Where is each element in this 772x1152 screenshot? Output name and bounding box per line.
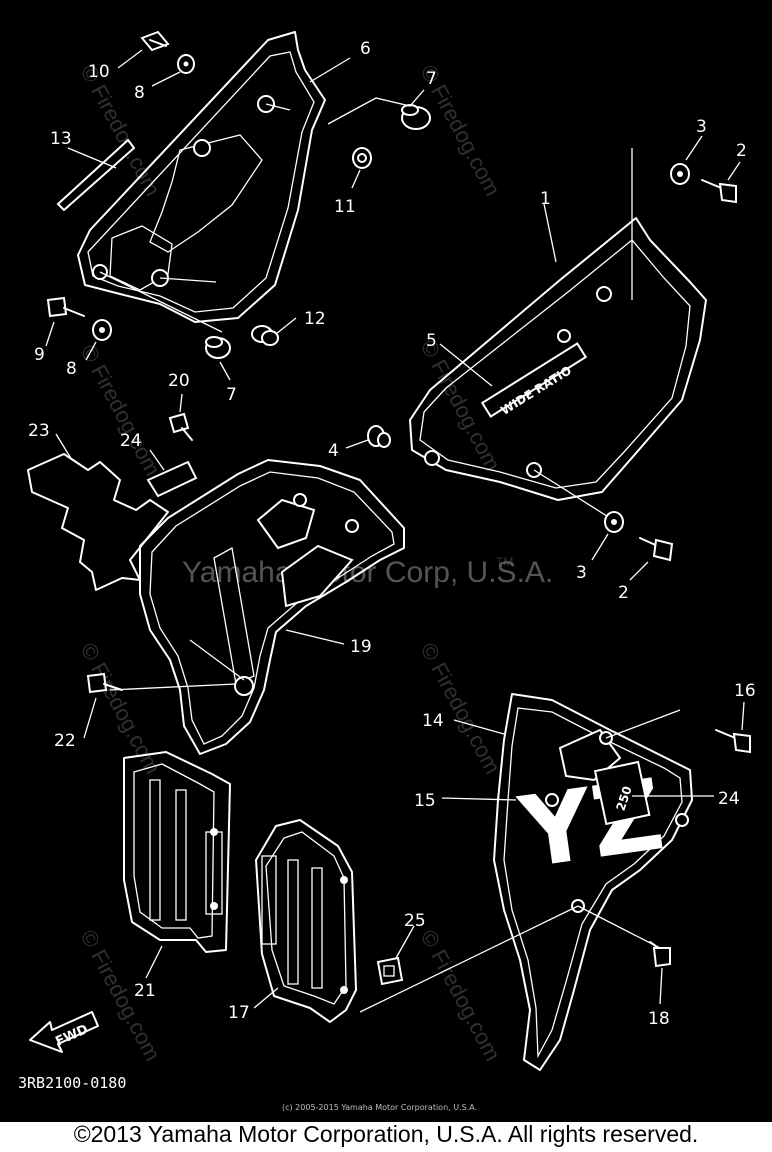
callout-17: 17 — [228, 1003, 250, 1023]
shroud-14: YZ 250 — [359, 693, 693, 1071]
bolt-18 — [649, 941, 671, 968]
callout-23: 23 — [28, 421, 50, 441]
callout-4: 4 — [328, 441, 339, 461]
callout-2: 2 — [736, 141, 747, 161]
callout-6: 6 — [360, 39, 371, 59]
trademark-mark: TM — [496, 555, 513, 569]
callout-1: 1 — [540, 189, 551, 209]
washer-3-lower — [604, 511, 624, 533]
callout-21: 21 — [134, 981, 156, 1001]
callout-11: 11 — [334, 197, 356, 217]
parts-diagram-canvas: Yamaha Motor Corp, U.S.A. TM © Firedog.c… — [0, 0, 772, 1122]
yamaha-watermark: Yamaha Motor Corp, U.S.A. — [182, 556, 553, 589]
site-watermark: © Firedog.com — [416, 926, 506, 1065]
strip-13 — [56, 138, 136, 212]
callout-25: 25 — [404, 911, 426, 931]
site-watermark: © Firedog.com — [76, 341, 166, 480]
callout-3: 3 — [696, 117, 707, 137]
site-watermark: © Firedog.com — [76, 639, 166, 778]
small-credit: (c) 2005-2015 Yamaha Motor Corporation, … — [282, 1103, 477, 1112]
callout-20: 20 — [168, 371, 190, 391]
callout-3-lower: 3 — [576, 563, 587, 583]
radiator-louver-21 — [123, 751, 231, 953]
site-watermark: © Firedog.com — [416, 639, 506, 778]
washer-3-upper — [670, 163, 690, 185]
bolt-22 — [86, 672, 123, 694]
diagram-code: 3RB2100-0180 — [18, 1074, 126, 1092]
callout-15: 15 — [414, 791, 436, 811]
yz-emblem: YZ — [513, 758, 671, 891]
washer-8-lower — [92, 319, 112, 341]
bolt-2-lower — [639, 537, 674, 562]
callout-10: 10 — [88, 62, 110, 82]
leader-lines — [45, 49, 745, 1009]
callout-5: 5 — [426, 331, 437, 351]
washer-8 — [177, 54, 195, 74]
side-cover-left — [77, 31, 326, 333]
bolt-10 — [140, 30, 170, 52]
sheet-23 — [27, 453, 169, 591]
callout-labels: 10 8 6 7 13 11 3 2 1 12 9 8 7 5 4 20 23 … — [28, 39, 756, 1029]
callout-7: 7 — [426, 69, 437, 89]
callout-13: 13 — [50, 129, 72, 149]
callout-19: 19 — [350, 637, 372, 657]
callout-9: 9 — [34, 345, 45, 365]
bolt-2-upper — [701, 179, 737, 204]
copyright-footer: ©2013 Yamaha Motor Corporation, U.S.A. A… — [0, 1122, 772, 1152]
clip-25 — [376, 956, 404, 986]
collar-11 — [352, 147, 372, 169]
shroud-19 — [109, 459, 405, 755]
bolt-16 — [715, 729, 751, 754]
callout-2-lower: 2 — [618, 583, 629, 603]
callout-16: 16 — [734, 681, 756, 701]
damper-7-upper — [401, 104, 431, 130]
exploded-parts-diagram: Yamaha Motor Corp, U.S.A. TM © Firedog.c… — [18, 30, 756, 1112]
sticker-24-upper — [146, 460, 198, 498]
callout-8: 8 — [134, 83, 145, 103]
collar-12 — [251, 325, 279, 346]
callout-7-lower: 7 — [226, 385, 237, 405]
bolt-20 — [168, 412, 193, 441]
side-cover-right: WIDE RATIO — [409, 148, 707, 519]
callout-22: 22 — [54, 731, 76, 751]
callout-12: 12 — [304, 309, 326, 329]
callout-18: 18 — [648, 1009, 670, 1029]
callout-14: 14 — [422, 711, 444, 731]
radiator-louver-17 — [255, 819, 357, 1023]
callout-24-lower: 24 — [718, 789, 740, 809]
callout-24: 24 — [120, 431, 142, 451]
forward-arrow-icon: FWD — [29, 1011, 99, 1053]
bolt-9 — [46, 296, 85, 318]
damper-7-lower — [205, 336, 231, 359]
collar-4 — [367, 425, 391, 448]
callout-8-lower: 8 — [66, 359, 77, 379]
